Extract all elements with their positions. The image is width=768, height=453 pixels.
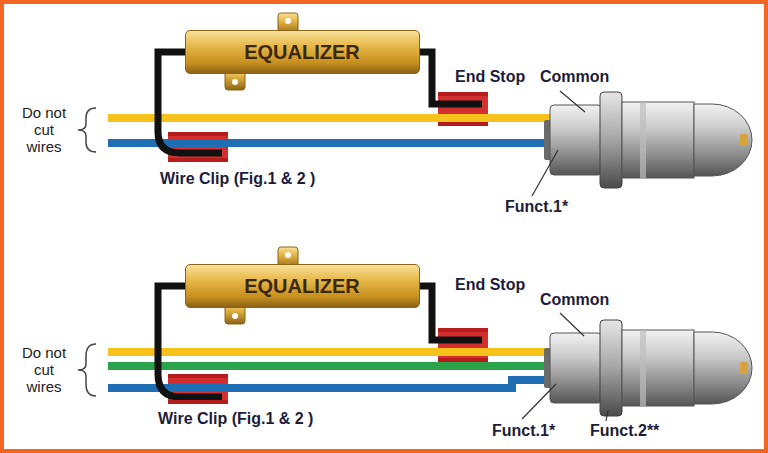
part-label: Do not cut wires (20, 344, 68, 395)
resistor-label: EQUALIZER (244, 275, 360, 298)
part-label: Funct.1* (492, 422, 555, 439)
part-label: Wire Clip (Fig.1 & 2 ) (160, 170, 315, 187)
part-label: Do not cut wires (20, 104, 68, 155)
part-label: Wire Clip (Fig.1 & 2 ) (158, 410, 313, 427)
part-label: End Stop (455, 68, 525, 85)
part-label: Funct.1* (505, 198, 568, 215)
resistor-label: EQUALIZER (244, 41, 360, 64)
part-label: Common (540, 291, 609, 308)
resistor-body: EQUALIZER (185, 264, 420, 308)
resistor-body: EQUALIZER (185, 30, 420, 74)
part-label: Common (540, 68, 609, 85)
part-label: Funct.2** (590, 422, 659, 439)
part-label: End Stop (455, 276, 525, 293)
